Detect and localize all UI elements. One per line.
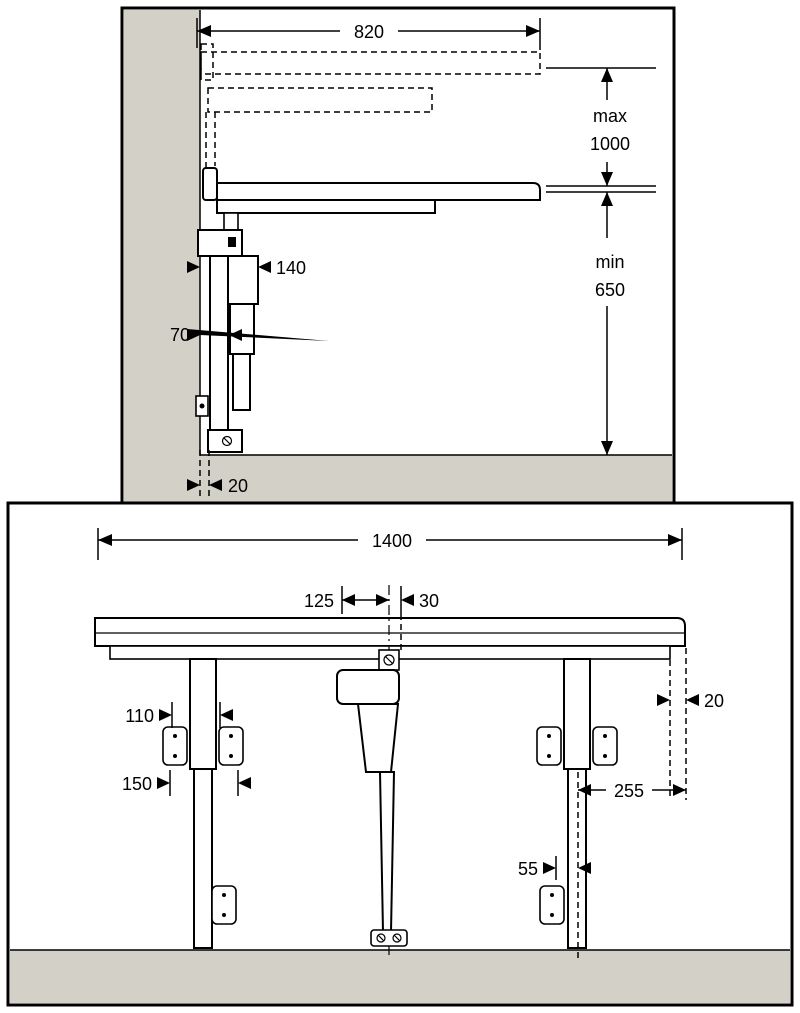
dim-125-label: 125 xyxy=(304,591,334,611)
dim-20-front-label: 20 xyxy=(704,691,724,711)
arrowhead-left xyxy=(238,777,251,789)
dim-20-side-label: 20 xyxy=(228,476,248,496)
leg-right-inner xyxy=(567,768,587,949)
arrowhead-right xyxy=(526,25,540,37)
arrowhead-left xyxy=(220,709,233,721)
foot-screw xyxy=(376,933,386,943)
arrowhead-right xyxy=(157,777,170,789)
floor-side xyxy=(124,455,672,503)
leg-right xyxy=(563,658,591,949)
tabletop-slab-front xyxy=(94,617,686,647)
mounting-plate xyxy=(539,885,565,925)
actuator-motor xyxy=(336,669,400,705)
dim-150: 150 xyxy=(122,770,251,796)
leg-left-inner xyxy=(193,768,213,949)
dim-820-label: 820 xyxy=(354,22,384,42)
side-view-panel: 820 max 1000 min 650 140 xyxy=(120,6,676,507)
actuator-body xyxy=(356,703,400,773)
dim-min-650: min 650 xyxy=(546,191,656,455)
arrowhead-right xyxy=(187,261,200,273)
mounting-plate xyxy=(536,726,562,766)
arrowhead-left xyxy=(401,594,414,606)
dim-110: 110 xyxy=(125,702,233,728)
actuator-piston xyxy=(378,771,396,933)
arrowhead-right xyxy=(187,479,200,491)
arrowhead-right xyxy=(673,784,686,796)
dim-20-side: 20 xyxy=(187,450,248,500)
arrowhead-right xyxy=(187,329,329,341)
leg-left-outer xyxy=(189,658,217,770)
dim-70: 70 xyxy=(170,325,329,345)
arrowhead-left xyxy=(578,784,591,796)
dim-820: 820 xyxy=(196,18,541,50)
arrowhead-up xyxy=(601,68,613,82)
dim-1400-label: 1400 xyxy=(372,531,412,551)
arrowhead-right xyxy=(657,694,670,706)
mounting-plate xyxy=(162,726,188,766)
arrowhead-right xyxy=(543,862,556,874)
dim-70-label: 70 xyxy=(170,325,190,345)
tabletop-slab-side xyxy=(216,182,541,201)
dim-min-word: min xyxy=(595,252,624,272)
dim-150-label: 150 xyxy=(122,774,152,794)
bracket-screw xyxy=(383,654,395,666)
actuator-rod xyxy=(232,353,251,411)
foot-screw xyxy=(392,933,402,943)
dim-255: 255 xyxy=(577,772,686,958)
center-actuator xyxy=(336,585,408,958)
arrowhead-left xyxy=(578,862,591,874)
dim-30-label: 30 xyxy=(419,591,439,611)
dim-1400: 1400 xyxy=(97,528,683,560)
arrowhead-right xyxy=(159,709,172,721)
arrowhead-left xyxy=(686,694,699,706)
tabletop-lip xyxy=(202,167,218,201)
floor-front xyxy=(10,950,790,1003)
mounting-plate xyxy=(218,726,244,766)
arrowhead-left xyxy=(229,329,242,341)
dim-20-front: 20 xyxy=(657,648,724,800)
actuator-upper xyxy=(227,255,259,305)
arrowhead-left xyxy=(258,261,271,273)
screw-wall-plate xyxy=(199,403,205,409)
screw-top xyxy=(228,237,236,247)
tabletop-rail-side xyxy=(216,199,436,214)
front-view-border xyxy=(6,501,794,1007)
leg-left xyxy=(189,658,217,949)
arrowhead-down xyxy=(601,172,613,186)
arrowhead-right xyxy=(668,534,682,546)
dim-max-word: max xyxy=(593,106,627,126)
wall xyxy=(124,10,200,503)
arrowhead-left xyxy=(98,534,112,546)
arrowhead-left xyxy=(342,594,355,606)
dim-max-1000: max 1000 xyxy=(546,67,656,187)
dim-140-label: 140 xyxy=(276,258,306,278)
mounting-plates xyxy=(162,726,618,925)
dim-55: 55 xyxy=(518,856,591,880)
dim-min-value: 650 xyxy=(595,280,625,300)
arrowhead-left xyxy=(209,479,222,491)
dim-125-30: 125 30 xyxy=(304,586,439,652)
dim-110-label: 110 xyxy=(125,706,154,726)
leg-right-outer xyxy=(563,658,591,770)
arrowhead-up xyxy=(601,192,613,206)
column-foot xyxy=(207,429,243,453)
dim-255-label: 255 xyxy=(614,781,644,801)
front-view-panel: 1400 125 30 20 110 xyxy=(6,501,794,1007)
screw-foot xyxy=(221,435,233,447)
dim-55-label: 55 xyxy=(518,859,538,879)
arrowhead-right xyxy=(376,594,389,606)
arrowhead-down xyxy=(601,441,613,455)
dim-max-value: 1000 xyxy=(590,134,630,154)
tabletop-raised-dashed xyxy=(200,43,541,168)
mounting-plate xyxy=(211,885,237,925)
tabletop-side xyxy=(202,167,541,233)
mounting-screws xyxy=(173,734,607,917)
dim-140: 140 xyxy=(187,258,306,278)
actuator-foot xyxy=(370,929,408,947)
mounting-plate xyxy=(592,726,618,766)
arrowhead-left xyxy=(197,25,211,37)
